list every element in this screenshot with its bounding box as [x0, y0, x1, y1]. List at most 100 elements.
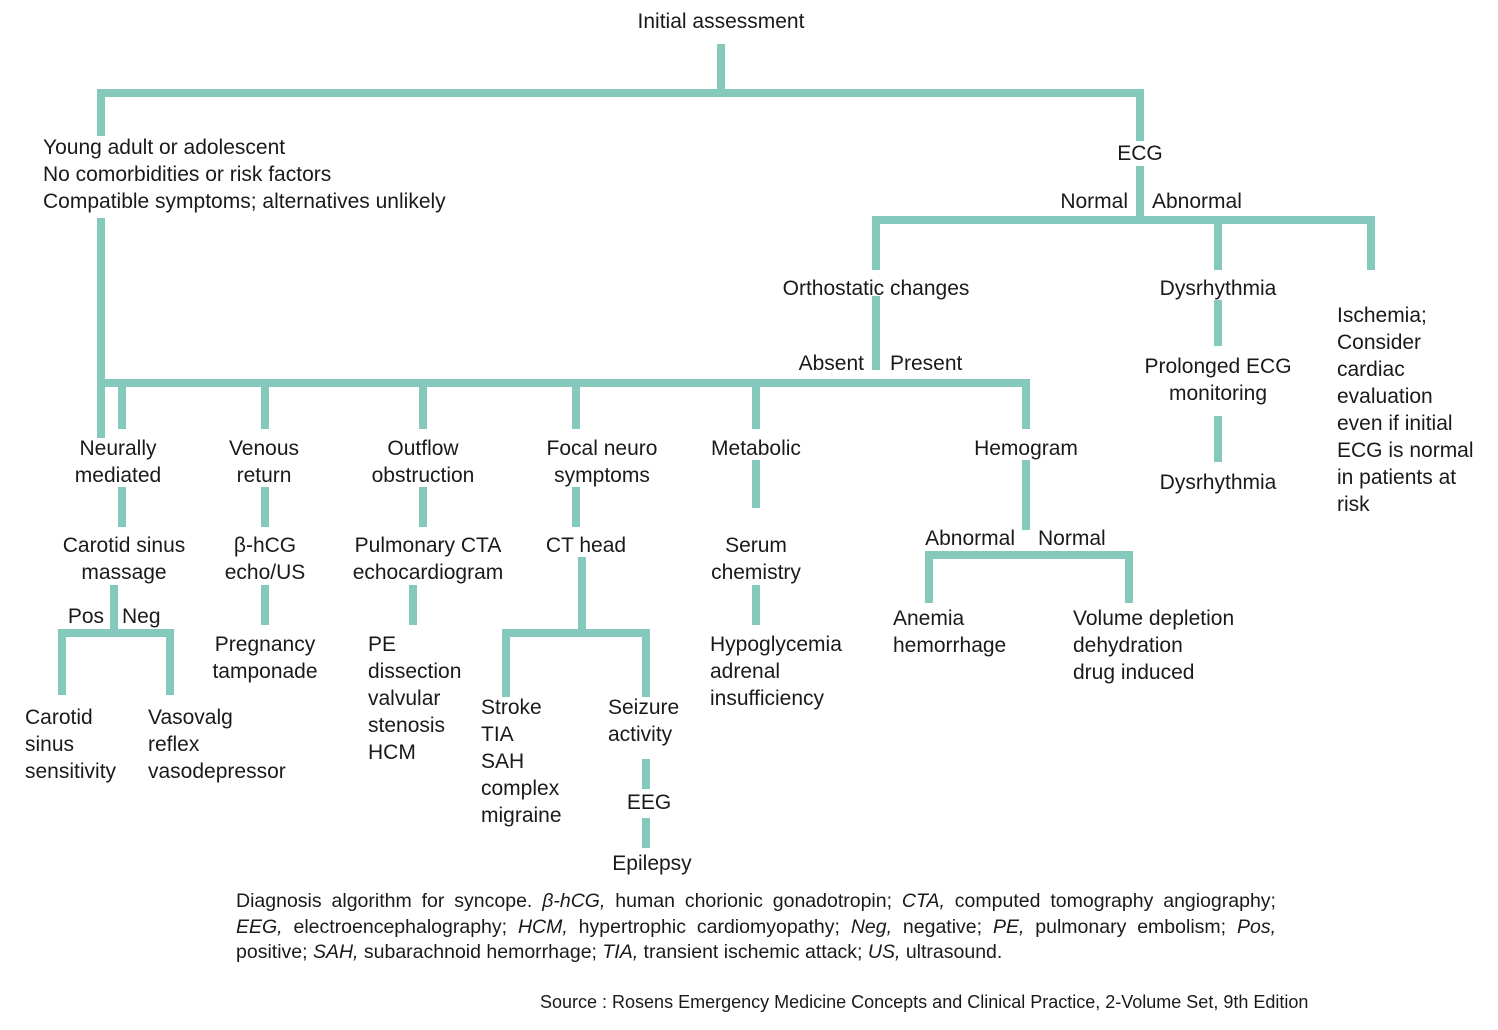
connector-top-bar — [97, 89, 1144, 97]
connector-cthead-stem — [578, 557, 586, 635]
connector-pos-drop — [58, 629, 66, 695]
caption-abbr-neg: Neg, — [850, 915, 893, 938]
connector-monitoring-to-dysrhythmia — [1214, 416, 1222, 462]
node-ischemia: Ischemia; Consider cardiac evaluation ev… — [1337, 304, 1474, 516]
connector-ischemia-drop — [1367, 216, 1375, 270]
node-metabolic: Metabolic — [711, 437, 801, 460]
node-pe-dissection: PE dissection valvular stenosis HCM — [368, 633, 462, 764]
connector-drop-neurally — [118, 379, 126, 429]
caption-abbr-pos: Pos, — [1236, 915, 1276, 938]
connector-orthostatic-drop — [872, 216, 880, 270]
node-carotid-sinus-sensitivity: Carotid sinus sensitivity — [25, 706, 117, 783]
node-eeg: EEG — [626, 791, 672, 814]
edge-label-hemogram-normal: Normal — [1038, 527, 1106, 550]
node-outflow-obstruction: Outflow obstruction — [371, 437, 475, 487]
connector-anemia-drop — [925, 551, 933, 603]
caption-def-cta: computed tomography angiography; — [944, 890, 1276, 912]
edge-label-csm-pos: Pos — [67, 605, 104, 628]
connector-dysrhythmia-to-monitoring — [1214, 300, 1222, 346]
node-hemogram: Hemogram — [974, 437, 1078, 460]
caption-abbr-cta: CTA, — [901, 890, 945, 912]
node-pulmonary-cta: Pulmonary CTA echocardiogram — [352, 534, 504, 584]
node-orthostatic-changes: Orthostatic changes — [782, 277, 970, 300]
caption-def-us: ultrasound. — [900, 941, 1003, 963]
node-anemia-hemorrhage: Anemia hemorrhage — [893, 607, 1007, 657]
caption-abbr-tia: TIA, — [602, 941, 639, 963]
caption-abbr-us: US, — [867, 941, 901, 963]
edge-label-orthostatic-absent: Absent — [798, 352, 864, 375]
connector-serum-to-hypo — [752, 585, 760, 625]
connector-posneg-bar — [58, 629, 174, 637]
connector-ecg-drop — [1136, 89, 1144, 141]
node-stroke-tia: Stroke TIA SAH complex migraine — [481, 696, 562, 827]
connector-cta-to-pe — [409, 585, 417, 625]
connector-eeg-to-epilepsy — [642, 818, 650, 848]
connector-orthostatic-stem — [872, 296, 880, 370]
node-dysrhythmia-2: Dysrhythmia — [1159, 471, 1277, 494]
node-ct-head: CT head — [545, 534, 627, 557]
node-volume-depletion: Volume depletion dehydration drug induce… — [1073, 607, 1235, 684]
connector-ecg-stem — [1136, 166, 1144, 220]
connector-stroke-seizure-bar — [502, 629, 650, 637]
figure-caption: Diagnosis algorithm for syncope. β-hCG, … — [236, 889, 1276, 966]
caption-lead: Diagnosis algorithm for syncope. — [236, 890, 543, 912]
node-seizure-activity: Seizure activity — [608, 696, 680, 746]
source-line: Source : Rosens Emergency Medicine Conce… — [540, 992, 1309, 1012]
node-prolonged-ecg-monitoring: Prolonged ECG monitoring — [1144, 355, 1292, 405]
caption-def-hcm: hypertrophic cardiomyopathy; — [567, 915, 851, 938]
caption-abbr-hcm: HCM, — [517, 915, 568, 938]
connector-neg-drop — [166, 629, 174, 695]
node-dysrhythmia-1: Dysrhythmia — [1159, 277, 1277, 300]
node-serum-chemistry: Serum chemistry — [711, 534, 801, 584]
connector-focal-to-cthead — [572, 487, 580, 527]
caption-abbr-sah: SAH, — [312, 941, 359, 963]
caption-abbr-pe: PE, — [992, 915, 1025, 938]
caption-def-eeg: electroencephalography; — [282, 915, 518, 938]
node-venous-return: Venous return — [228, 437, 300, 487]
edge-label-csm-neg: Neg — [122, 605, 161, 628]
node-pregnancy-tamponade: Pregnancy tamponade — [212, 633, 318, 683]
caption-abbr-eeg: EEG, — [236, 915, 283, 938]
connector-left-drop — [97, 89, 105, 136]
node-focal-neuro-symptoms: Focal neuro symptoms — [546, 437, 658, 487]
edge-label-orthostatic-present: Present — [890, 352, 963, 375]
node-hypoglycemia: Hypoglycemia adrenal insufficiency — [710, 633, 842, 710]
caption-def-neg: negative; — [892, 915, 993, 938]
caption-def-pe: pulmonary embolism; — [1024, 915, 1237, 938]
caption-def-tia: transient ischemic attack; — [638, 941, 868, 963]
caption-abbr-bhcg: β-hCG, — [542, 890, 606, 912]
caption-def-pos: positive; — [236, 941, 313, 963]
node-initial-assessment: Initial assessment — [637, 10, 805, 33]
connector-volume-drop — [1125, 551, 1133, 603]
node-vasovalg-reflex: Vasovalg reflex vasodepressor — [148, 706, 286, 783]
connector-seizure-to-eeg — [642, 759, 650, 789]
connector-drop-outflow — [419, 379, 427, 429]
connector-hemogram-bar — [925, 551, 1133, 559]
node-ecg: ECG — [1117, 142, 1163, 165]
connector-venous-to-bhcg — [261, 487, 269, 527]
edge-label-ecg-normal: Normal — [1060, 190, 1128, 213]
connector-drop-venous — [261, 379, 269, 429]
connector-stroke-drop — [502, 629, 510, 697]
node-young-adult: Young adult or adolescent No comorbiditi… — [43, 136, 446, 213]
connector-drop-metabolic — [752, 379, 760, 429]
connector-category-bar-left-join — [97, 379, 127, 387]
connector-initial-stem — [717, 44, 725, 92]
node-neurally-mediated: Neurally mediated — [74, 437, 162, 487]
connector-young-adult-stem — [97, 218, 105, 438]
connector-drop-focal — [572, 379, 580, 429]
connector-drop-hemogram — [1022, 379, 1030, 429]
caption-def-bhcg: human chorionic gonadotropin; — [605, 890, 902, 912]
node-carotid-sinus-massage: Carotid sinus massage — [62, 534, 186, 584]
connector-csm-stem — [110, 585, 118, 635]
node-bhcg-echo-us: β-hCG echo/US — [224, 534, 306, 584]
node-epilepsy: Epilepsy — [612, 852, 692, 875]
connector-neurally-to-csm — [118, 487, 126, 527]
connector-outflow-to-cta — [419, 487, 427, 527]
connector-ecg-split-bar — [872, 216, 1375, 224]
connector-bhcg-to-pregnancy — [261, 585, 269, 625]
caption-def-sah: subarachnoid hemorrhage; — [358, 941, 603, 963]
edge-label-hemogram-abnormal: Abnormal — [925, 527, 1015, 550]
connector-seizure-drop — [642, 629, 650, 697]
